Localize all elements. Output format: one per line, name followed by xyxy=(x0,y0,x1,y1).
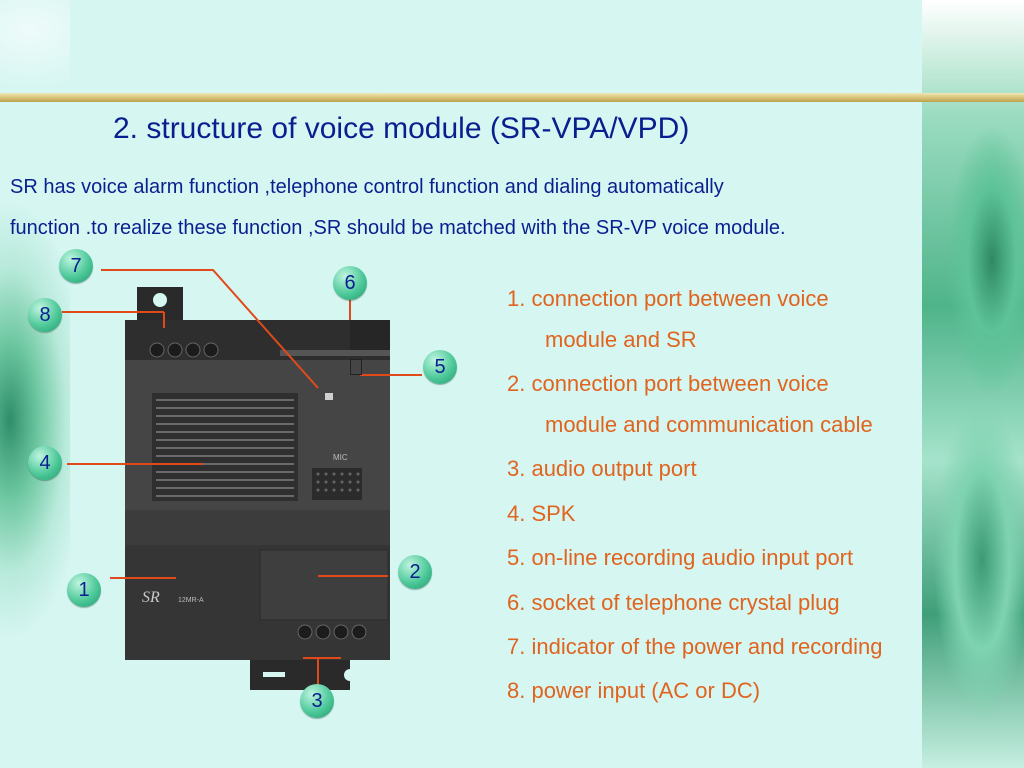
header-stripe xyxy=(0,93,1024,102)
legend-item-1-line-2: module and SR xyxy=(545,327,697,352)
audio-terminals xyxy=(297,624,367,640)
mic-label: MIC xyxy=(333,453,348,462)
right-decoration xyxy=(922,0,1024,768)
top-rail xyxy=(125,320,390,366)
legend-item-1-line-1: 1. connection port between voice xyxy=(507,286,829,311)
legend-item-8: 8. power input (AC or DC) xyxy=(507,678,761,703)
legend-item-4: 4. SPK xyxy=(507,501,576,526)
bottom-slot xyxy=(263,672,285,677)
callout-4: 4 xyxy=(28,446,62,480)
legend-item-2-line-2: module and communication cable xyxy=(545,412,873,437)
brand-logo: SR xyxy=(142,589,160,606)
callout-6: 6 xyxy=(333,266,367,300)
middle-band xyxy=(125,510,390,545)
glyph-box xyxy=(350,359,362,375)
callout-5: 5 xyxy=(423,350,457,384)
right-cover xyxy=(259,549,389,621)
legend-item-3: 3. audio output port xyxy=(507,456,697,481)
intro-line-1: SR has voice alarm function ,telephone c… xyxy=(10,176,724,198)
speaker-slots xyxy=(156,399,294,497)
slide-title: 2. structure of voice module (SR-VPA/VPD… xyxy=(113,112,690,145)
socket-rail xyxy=(280,350,390,356)
bottom-hole xyxy=(344,669,356,681)
mic-grille xyxy=(312,468,362,500)
callout-8: 8 xyxy=(28,298,62,332)
legend-item-5: 5. on-line recording audio input port xyxy=(507,545,854,570)
callout-2: 2 xyxy=(398,555,432,589)
mic-holes xyxy=(316,472,360,492)
indicator-led xyxy=(325,393,333,400)
intro-line-2: function .to realize these function ,SR … xyxy=(10,217,786,239)
model-label: 12MR-A xyxy=(178,597,204,604)
legend-item-6: 6. socket of telephone crystal plug xyxy=(507,590,840,615)
callout-7: 7 xyxy=(59,249,93,283)
mount-hole xyxy=(153,293,167,307)
legend-item-7: 7. indicator of the power and recording xyxy=(507,634,883,659)
callout-3: 3 xyxy=(300,684,334,718)
left-decoration xyxy=(0,0,70,768)
callout-1: 1 xyxy=(67,573,101,607)
legend-item-2-line-1: 2. connection port between voice xyxy=(507,371,829,396)
power-terminals xyxy=(149,342,219,358)
telephone-socket xyxy=(350,320,390,350)
leader-7 xyxy=(101,269,319,389)
